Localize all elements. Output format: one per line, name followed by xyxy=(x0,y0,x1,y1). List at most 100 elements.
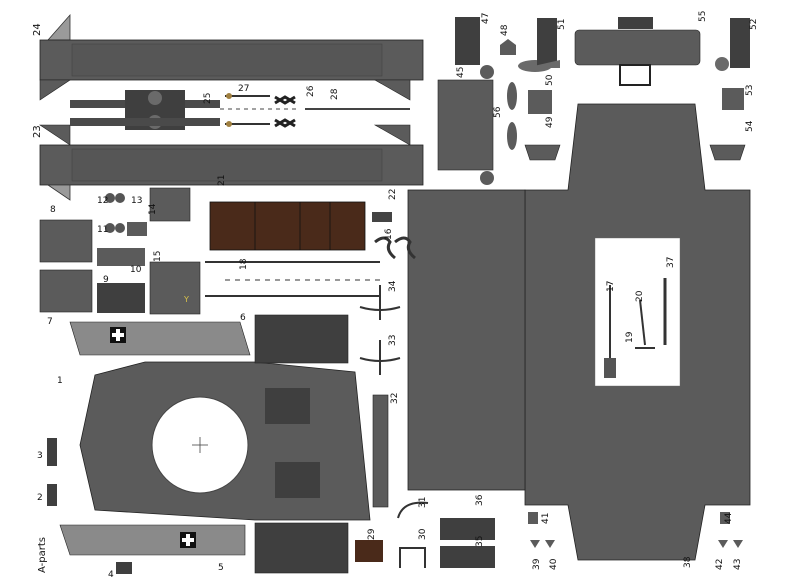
plate-part-9 xyxy=(97,283,145,313)
pliers-part-26 xyxy=(274,95,296,128)
part-label-14: 14 xyxy=(148,203,158,215)
part-label-20: 20 xyxy=(635,290,645,302)
bracket-part-49 xyxy=(524,144,561,161)
wood-block-part-29 xyxy=(355,540,383,562)
part-label-15: 15 xyxy=(153,251,163,262)
disc-part-50 xyxy=(507,60,552,150)
plate-part-10 xyxy=(97,248,145,266)
box-part-8 xyxy=(39,219,93,263)
floor-plate-part xyxy=(407,189,526,491)
part-label-4: 4 xyxy=(108,570,114,579)
box-part-53 xyxy=(722,88,744,110)
box-part-47 xyxy=(455,17,480,65)
wedge-part-48 xyxy=(500,39,516,55)
handle-part-30 xyxy=(399,547,426,568)
part-label-41: 41 xyxy=(541,513,551,524)
part-label-54: 54 xyxy=(745,120,755,132)
spring-part-33 xyxy=(359,340,401,375)
jack-tool-part-25 xyxy=(70,90,220,130)
post-part-51 xyxy=(525,18,560,68)
cross-marking-lower xyxy=(180,532,196,548)
wood-crate-part-21 xyxy=(209,201,366,251)
spring-part-34 xyxy=(359,285,401,320)
part-label-17: 17 xyxy=(606,281,616,292)
part-label-42: 42 xyxy=(715,559,725,570)
small-part-43 xyxy=(733,540,743,548)
small-part-40 xyxy=(545,540,555,548)
part-label-43: 43 xyxy=(733,559,743,570)
part-label-11: 11 xyxy=(97,225,108,235)
bolt-part-11 xyxy=(105,223,125,233)
part-label-28: 28 xyxy=(330,88,340,100)
part-label-55: 55 xyxy=(698,11,708,22)
fender-part-24 xyxy=(39,13,424,101)
part-label-2: 2 xyxy=(37,493,43,503)
marking-letter: Y xyxy=(183,295,189,304)
strip-part-32 xyxy=(372,394,389,508)
part-label-7: 7 xyxy=(47,317,53,327)
grille-part-lower xyxy=(254,522,349,574)
part-label-56: 56 xyxy=(493,106,503,118)
part-label-22: 22 xyxy=(388,189,398,200)
part-label-38: 38 xyxy=(683,556,693,568)
part-label-50: 50 xyxy=(545,74,555,86)
part-label-34: 34 xyxy=(388,280,398,292)
part-label-44: 44 xyxy=(724,512,734,524)
part-label-32: 32 xyxy=(390,393,400,404)
small-part-4 xyxy=(116,562,132,574)
part-label-10: 10 xyxy=(130,265,142,275)
part-label-13: 13 xyxy=(131,196,142,206)
part-label-9: 9 xyxy=(103,275,109,285)
bar-part-2 xyxy=(47,484,57,506)
part-label-51: 51 xyxy=(557,19,567,30)
box-part-14 xyxy=(149,187,191,222)
small-part-42 xyxy=(718,540,728,548)
post-part-52 xyxy=(715,18,750,71)
clamp-part-22 xyxy=(372,212,392,222)
part-label-8: 8 xyxy=(50,205,56,215)
small-part-39 xyxy=(530,540,540,548)
box-part-15 xyxy=(149,261,201,315)
part-label-49: 49 xyxy=(545,116,555,128)
part-label-47: 47 xyxy=(481,13,491,24)
fender-part-23 xyxy=(39,124,424,201)
bar-part-3 xyxy=(47,438,57,466)
part-label-53: 53 xyxy=(745,85,755,96)
small-part-44 xyxy=(720,512,730,524)
part-label-37: 37 xyxy=(666,257,676,268)
cross-marking-upper xyxy=(110,327,126,343)
part-label-18: 18 xyxy=(239,258,249,270)
upper-deck-part-1 xyxy=(79,361,371,521)
part-label-35: 35 xyxy=(475,536,485,547)
part-label-27: 27 xyxy=(238,84,249,94)
rod-part-27 xyxy=(225,93,270,127)
part-label-12: 12 xyxy=(97,196,108,206)
cable-part-18 xyxy=(205,261,380,297)
part-label-39: 39 xyxy=(532,558,542,570)
part-label-25: 25 xyxy=(203,93,213,104)
hook-part-16 xyxy=(374,236,416,260)
part-label-21: 21 xyxy=(217,175,227,186)
hull-net-part-38 xyxy=(524,103,751,561)
part-label-6: 6 xyxy=(240,313,246,323)
bumper-part-55 xyxy=(574,17,701,86)
part-label-29: 29 xyxy=(367,528,377,540)
part-label-36: 36 xyxy=(475,494,485,506)
part-label-1: 1 xyxy=(57,376,63,386)
sheet-caption: A-parts xyxy=(37,537,48,573)
box-part-36 xyxy=(440,518,495,540)
side-plate-part-6 xyxy=(69,321,251,356)
plate-part-13 xyxy=(127,222,147,236)
part-label-26: 26 xyxy=(306,85,316,97)
part-label-40: 40 xyxy=(549,558,559,570)
part-label-52: 52 xyxy=(749,19,759,30)
box-part-7 xyxy=(39,269,93,313)
handle-part-31 xyxy=(397,501,429,519)
bolt-part-12 xyxy=(105,193,125,203)
box-part-35 xyxy=(440,546,495,568)
part-label-23: 23 xyxy=(32,125,43,138)
part-label-16: 16 xyxy=(384,228,394,240)
grille-part-upper xyxy=(254,314,349,364)
part-label-45: 45 xyxy=(456,67,466,78)
